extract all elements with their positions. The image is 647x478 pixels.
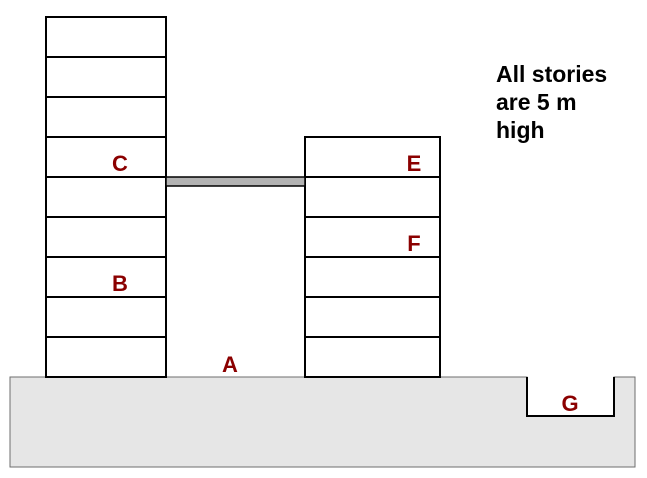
note-line-3: high <box>496 117 545 143</box>
right-building-story-5 <box>304 176 441 218</box>
note-line-1: All stories <box>496 61 607 87</box>
label-c: C <box>112 151 128 176</box>
label-e: E <box>407 151 422 176</box>
left-building-story-8 <box>45 56 167 98</box>
left-building-story-3 <box>45 256 167 298</box>
left-building-story-2 <box>45 296 167 338</box>
left-building-story-9 <box>45 16 167 58</box>
right-building-story-6 <box>304 136 441 178</box>
right-building-story-3 <box>304 256 441 298</box>
left-building-story-5 <box>45 176 167 218</box>
right-building-story-4 <box>304 216 441 258</box>
label-g: G <box>561 391 578 416</box>
label-b: B <box>112 271 128 296</box>
label-f: F <box>407 231 420 256</box>
note-line-2: are 5 m <box>496 89 577 115</box>
left-building-story-1 <box>45 336 167 378</box>
label-a: A <box>222 352 238 377</box>
left-building-story-7 <box>45 96 167 138</box>
pit-outline <box>526 377 615 417</box>
right-building-story-1 <box>304 336 441 378</box>
right-building <box>304 136 441 378</box>
left-building-story-6 <box>45 136 167 178</box>
bridge <box>165 176 306 187</box>
ground <box>9 376 636 468</box>
left-building-story-4 <box>45 216 167 258</box>
left-building <box>45 16 167 378</box>
right-building-story-2 <box>304 296 441 338</box>
